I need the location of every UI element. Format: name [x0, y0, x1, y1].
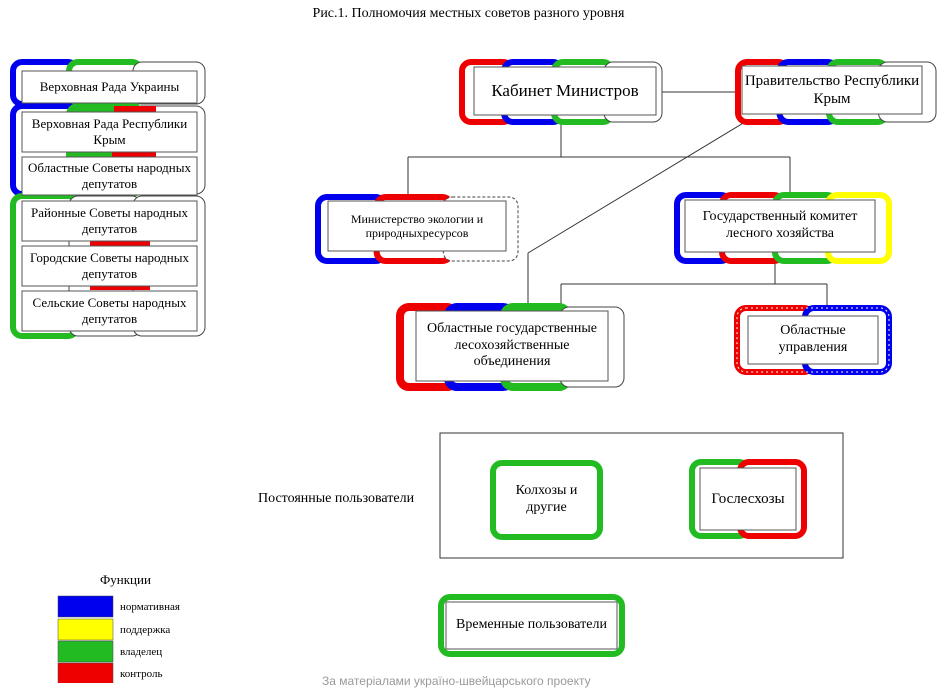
regional-admin-label: Областные управления	[778, 323, 848, 355]
legend-label-control: контроль	[120, 668, 163, 680]
regional-forest-label: Областные государственные лесохозяйствен…	[427, 320, 597, 370]
kolkhoz-label: Колхозы и другие	[515, 483, 578, 515]
regional-forest-box	[415, 310, 609, 382]
crimea-owner-accent-2	[70, 151, 114, 157]
rada-ukraine-label: Верховная Рада Украины	[39, 79, 180, 95]
temporary-label: Временные пользователи	[456, 617, 607, 633]
legend-swatch-1	[57, 618, 114, 641]
connector-lines	[407, 91, 828, 310]
legend-swatch-2	[57, 640, 114, 663]
rada-ukraine-box	[21, 70, 198, 104]
kolkhoz-function-strip	[490, 460, 603, 540]
rada-crimea-label: Верховная Рада Республики Крым	[31, 116, 188, 147]
figure-title: Рис.1. Полномочия местных советов разног…	[312, 6, 625, 21]
crimea-control-accent	[112, 106, 156, 112]
district-councils-label: Районные Советы народных депутатов	[31, 205, 188, 236]
gosleshoz-label: Гослесхозы	[711, 491, 785, 507]
crimea-control-accent-2	[112, 151, 156, 157]
gosleshoz-box	[699, 467, 797, 531]
crimea-gov-box	[741, 65, 923, 115]
village-councils-box	[21, 290, 198, 332]
city-councils-label: Городские Советы народных депутатов	[29, 250, 189, 281]
ministry-box	[327, 200, 507, 252]
ministry-label: Министерство экологии и природныхресурсо…	[350, 211, 484, 240]
source-credit: За матеріалами україно-швейцарського про…	[322, 674, 591, 688]
committee-box	[684, 199, 876, 253]
city-control-accent	[90, 284, 150, 290]
oblast-councils-box	[21, 156, 198, 196]
crimea-gov-label: Правительство Республики Крым	[744, 73, 920, 107]
oblast-councils-label: Областные Советы народных депутатов	[28, 160, 191, 191]
permanent-users-frame	[439, 432, 844, 559]
crimea-owner-accent	[70, 106, 114, 112]
cabinet-label: Кабинет Министров	[491, 80, 639, 100]
regional-admin-box	[747, 315, 879, 365]
temporary-box	[445, 601, 618, 650]
permanent-users-label: Постоянные пользователи	[258, 491, 415, 506]
legend-swatch-0	[57, 595, 114, 618]
rada-crimea-box	[21, 111, 198, 153]
regional-admin-dots	[736, 307, 890, 373]
district-control-accent	[90, 240, 150, 246]
city-councils-box	[21, 245, 198, 287]
legend-swatch-3	[57, 662, 114, 683]
cabinet-box	[473, 66, 657, 116]
district-councils-box	[21, 200, 198, 242]
legend	[57, 595, 114, 683]
legend-label-support: поддержка	[120, 624, 171, 636]
legend-label-owner: владелец	[120, 646, 163, 658]
legend-title: Функции	[100, 572, 151, 587]
village-councils-label: Сельские Советы народных депутатов	[32, 295, 187, 326]
legend-label-normative: нормативная	[120, 601, 180, 613]
committee-label: Государственный комитет лесного хозяйств…	[702, 209, 858, 241]
